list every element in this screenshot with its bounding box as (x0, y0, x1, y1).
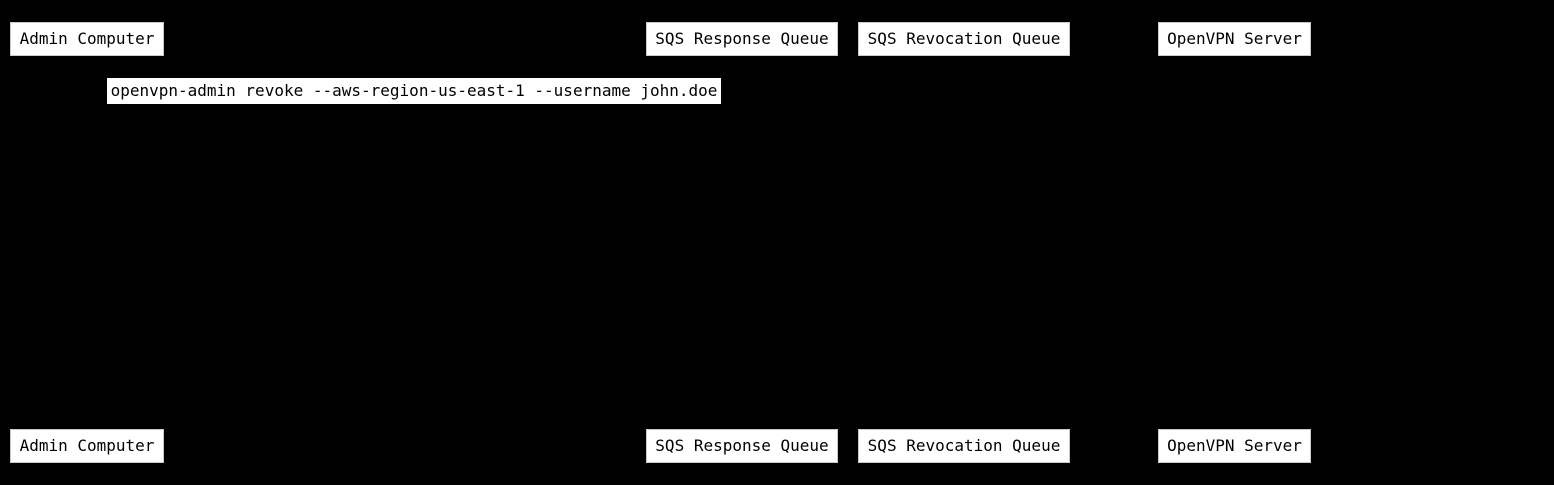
actor-sqs-revocation-queue-bottom: SQS Revocation Queue (858, 429, 1070, 463)
actor-sqs-response-queue-bottom: SQS Response Queue (646, 429, 838, 463)
actor-admin-computer-bottom: Admin Computer (10, 429, 164, 463)
actor-openvpn-server-bottom: OpenVPN Server (1158, 429, 1311, 463)
actor-openvpn-server-top: OpenVPN Server (1158, 22, 1311, 56)
actor-admin-computer-top: Admin Computer (10, 22, 164, 56)
actor-sqs-revocation-queue-top: SQS Revocation Queue (858, 22, 1070, 56)
actor-sqs-response-queue-top: SQS Response Queue (646, 22, 838, 56)
message-label-revoke-command: openvpn-admin revoke --aws-region-us-eas… (107, 78, 721, 104)
